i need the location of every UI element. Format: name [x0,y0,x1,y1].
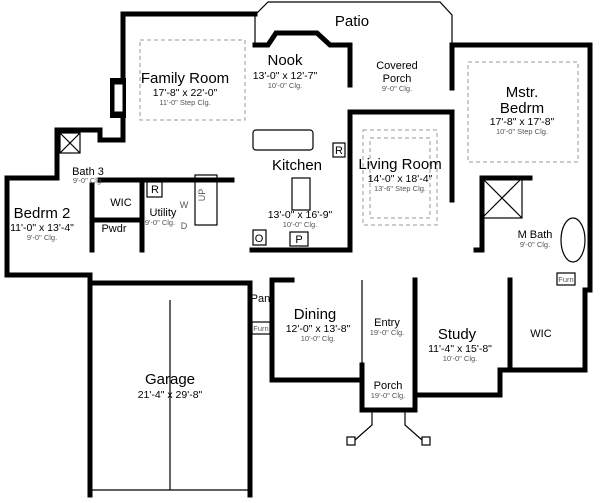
study-label: Study [438,326,477,343]
living-room-label: Living Room [358,156,441,173]
dryer-fixture: D [181,221,188,231]
dining-clg: 10'-0" Clg. [301,334,336,343]
powder-label: Pwdr [101,223,126,235]
family-room-clg: 11'-0" Step Clg. [159,98,210,107]
refrigerator-fixture: R [335,145,343,157]
study-clg: 10'-0" Clg. [443,354,478,363]
bath3-clg: 9'-0" Clg. [73,176,103,185]
nook-clg: 10'-0" Clg. [268,81,303,90]
patio-label: Patio [335,13,369,30]
pantry-cabinet-fixture: P [295,234,302,246]
stairs-up-label: UP [197,189,207,202]
master-bath-clg: 9'-0" Clg. [520,240,550,249]
utility-clg: 9'-0" Clg. [145,218,175,227]
porch-clg: 19'-0" Clg. [371,391,406,400]
nook-size: 13'-0" x 12'-7" [253,70,318,82]
bedroom2-size: 11'-0" x 13'-4" [10,222,74,234]
oven-fixture: O [255,233,264,245]
nook-label: Nook [267,52,303,69]
furnace-left: Furn [253,324,268,333]
bedroom2-clg: 9'-0" Clg. [27,233,57,242]
utility-fridge-fixture: R [151,184,159,196]
living-room-size: 14'-0" x 18'-4" [368,173,433,185]
nook-bay-wall [252,30,353,48]
master-bedroom-size: 17'-8" x 17'-8" [490,116,555,128]
master-bedroom-label: Mstr. [506,84,539,101]
entry-clg: 19'-0" Clg. [370,328,405,337]
bath3-label: Bath 3 [72,166,104,178]
garage-label: Garage [145,371,195,388]
porch-label: Porch [374,380,403,392]
kitchen-size: 13'-0" x 16'-9" [268,209,333,221]
utility-label: Utility [150,207,177,219]
master-bath-label: M Bath [518,229,553,241]
family-ceiling [139,39,246,121]
covered-porch-label-2: Porch [383,73,412,85]
patio-outline [254,1,453,45]
washer-fixture: W [180,200,189,210]
covered-porch-clg: 9'-0" Clg. [382,84,412,93]
bedroom2-label: Bedrm 2 [14,205,71,222]
family-room-size: 17'-8" x 22'-0" [153,87,218,99]
garage-size: 21'-4" x 29'-8" [138,389,203,401]
wic-left-label: WIC [110,197,131,209]
entry-label: Entry [374,317,400,329]
pantry-label: Pant [251,293,274,305]
family-room-label: Family Room [141,70,229,87]
master-bedroom-label-2: Bedrm [500,100,544,117]
dining-label: Dining [294,306,337,323]
furnace-right: Furn [558,275,573,284]
kitchen-clg: 10'-0" Clg. [283,220,318,229]
dining-size: 12'-0" x 13'-8" [286,323,351,335]
living-room-clg: 13'-6" Step Clg. [374,184,426,193]
kitchen-label: Kitchen [272,157,322,174]
covered-porch-label: Covered [376,60,418,72]
study-size: 11'-4" x 15'-8" [428,343,492,355]
wic-master-label: WIC [530,328,551,340]
master-bedroom-clg: 10'-0" Step Clg. [496,127,548,136]
